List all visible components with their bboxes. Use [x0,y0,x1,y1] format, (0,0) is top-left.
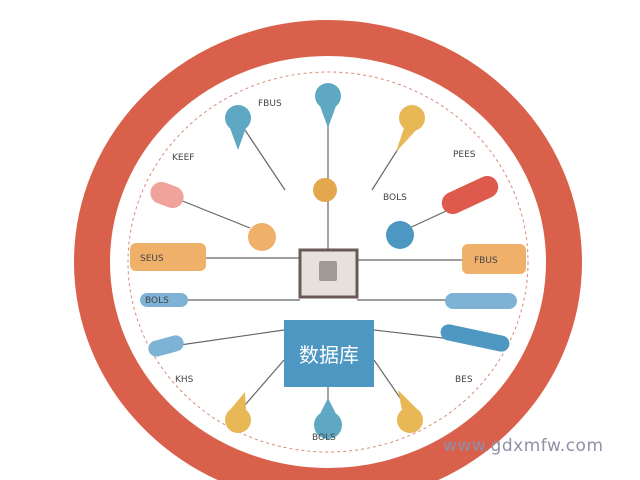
label-left-blue: BOLS [145,296,169,306]
pin-bottom [314,398,342,439]
pin-top-left [225,105,251,150]
node-top-center [313,178,337,202]
pin-bottom-left [225,392,251,433]
watermark: www.gdxmfw.com [443,436,604,456]
bar-right-blue [445,293,517,309]
pin-bottom-right [397,390,423,433]
label-top: FBUS [258,99,282,109]
center-title: 数据库 [299,343,359,367]
node-right [386,221,414,249]
label-top-left: KEEF [172,153,194,163]
label-right-red: BOLS [383,193,407,203]
node-left [248,223,276,251]
label-mid-left: SEUS [140,254,164,264]
bar-left-orange [130,243,206,271]
bar-left-blue-2 [148,335,184,357]
outer-ring [74,20,582,480]
pill-right-red [441,175,499,215]
label-mid-right: FBUS [474,256,498,266]
pin-top [315,83,341,128]
pin-top-right [396,105,425,152]
label-top-right: PEES [453,150,476,160]
label-bottom-right: BES [455,375,473,385]
monitor-icon [319,261,337,281]
bar-right-blue-2 [440,324,510,352]
label-bottom-left: KHS [175,375,194,385]
label-bottom-center: BOLS [312,433,336,443]
center-box [284,320,374,387]
bar-right-orange [462,244,526,274]
bar-left-blue [140,293,188,307]
dashed-circle [127,71,529,453]
pill-left-red [150,181,184,209]
